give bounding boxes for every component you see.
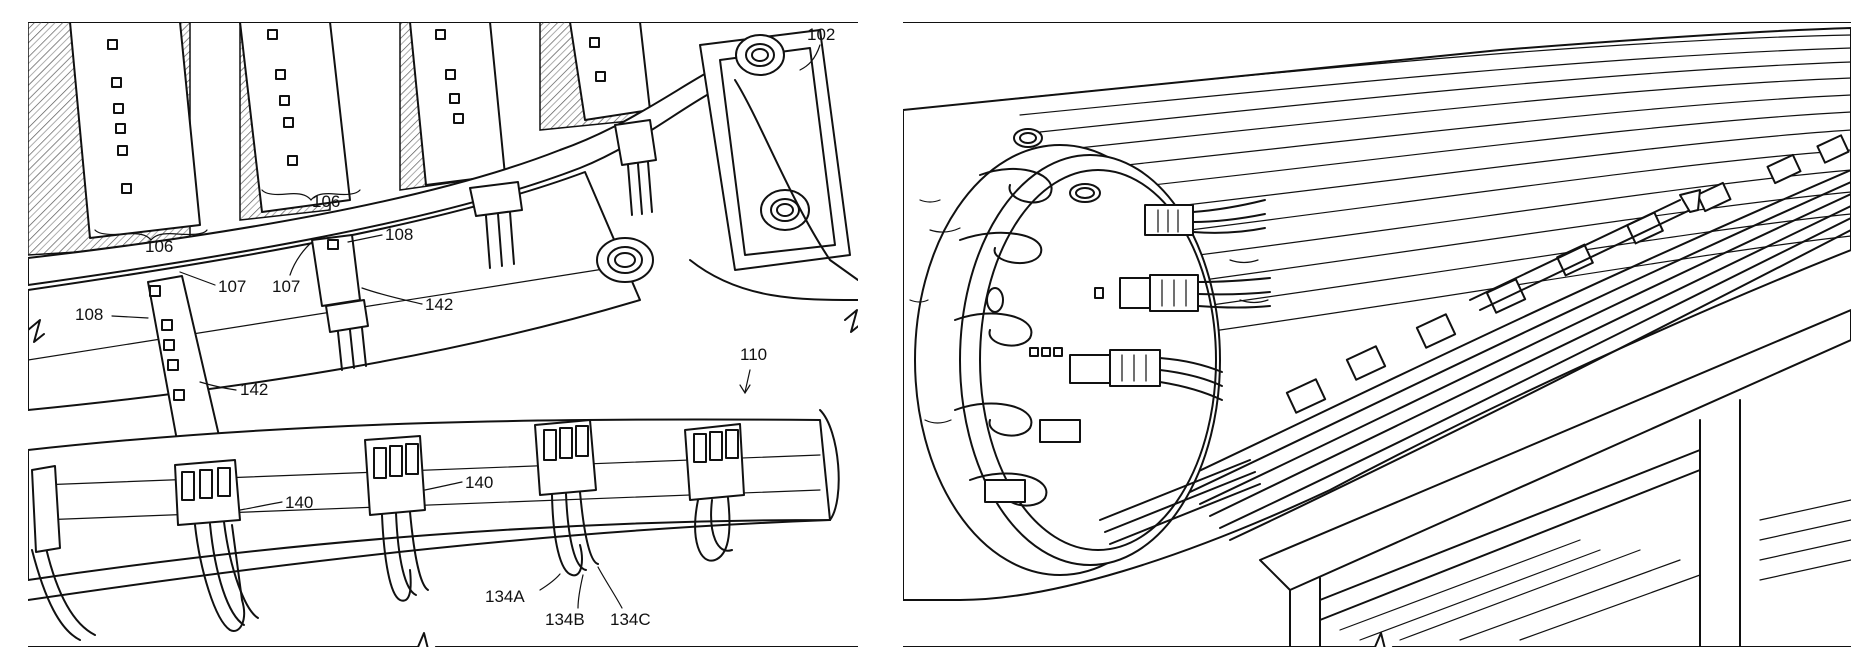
led-strip-4 xyxy=(570,22,650,120)
label-140-a: 140 xyxy=(285,493,313,512)
connector-end xyxy=(685,424,744,561)
label-134b: 134B xyxy=(545,610,585,629)
grommet-1 xyxy=(736,35,784,75)
label-142-a: 142 xyxy=(425,295,453,314)
led-strip-3 xyxy=(410,22,505,185)
label-106-b: 106 xyxy=(312,192,340,211)
label-134c: 134C xyxy=(610,610,651,629)
label-140-b: 140 xyxy=(465,473,493,492)
grommet-2 xyxy=(761,190,809,230)
label-142-b: 142 xyxy=(240,380,268,399)
left-figure xyxy=(28,10,861,657)
label-102: 102 xyxy=(807,25,835,44)
led-strip-1 xyxy=(70,22,200,238)
label-106-a: 106 xyxy=(145,237,173,256)
label-107-b: 107 xyxy=(272,277,300,296)
label-107-a: 107 xyxy=(218,277,246,296)
label-108-a: 108 xyxy=(75,305,103,324)
label-110: 110 xyxy=(740,345,767,364)
connector-stub-a xyxy=(615,120,656,215)
label-134a: 134A xyxy=(485,587,525,606)
right-figure xyxy=(897,22,1851,657)
label-108-b: 108 xyxy=(385,225,413,244)
grommet-3 xyxy=(597,238,653,282)
